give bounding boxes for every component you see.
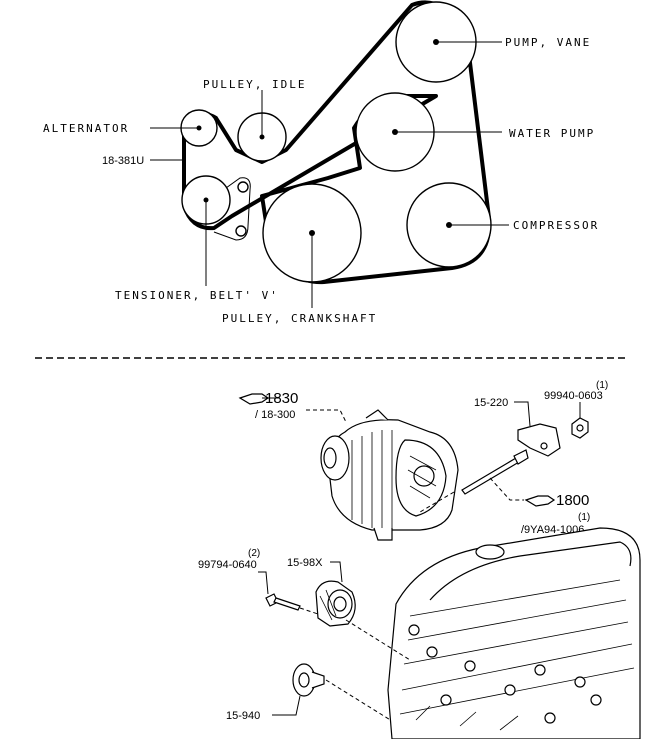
label-screw-part: 99794-0640 xyxy=(198,559,257,571)
tensioner-bolt-lower xyxy=(235,225,247,237)
label-idler-part: 15-940 xyxy=(226,710,260,722)
belt-routing-diagram: PUMP, VANE PULLEY, IDLE ALTERNATOR 18-38… xyxy=(43,0,599,325)
label-tensioner: TENSIONER, BELT' V' xyxy=(115,289,279,302)
label-nut-part: 99940-0603 xyxy=(544,390,603,402)
ref-bolt-main: 1800 xyxy=(556,492,589,509)
idler-pulley-illustration xyxy=(292,663,325,697)
bracket-illustration xyxy=(517,423,561,457)
ref-alternator-main: 1830 xyxy=(265,390,298,407)
tensioner-bracket xyxy=(213,177,251,241)
nut-illustration xyxy=(571,417,589,439)
label-tensioner-part: 15-98X xyxy=(287,557,323,569)
pointing-hand-icon xyxy=(524,495,556,507)
ref-alternator-sub: / 18-300 xyxy=(255,409,295,421)
tensioner-illustration xyxy=(315,580,356,627)
label-pulley-idle: PULLEY, IDLE xyxy=(203,78,306,91)
label-nut-qty: (1) xyxy=(596,380,608,391)
label-screw-qty: (2) xyxy=(248,548,260,559)
label-alternator-ref: 18-381U xyxy=(102,155,144,167)
label-crankshaft: PULLEY, CRANKSHAFT xyxy=(222,312,377,325)
label-bolt-qty: (1) xyxy=(578,512,590,523)
parts-exploded-view: 1830 / 18-300 15-220 (1) 99940-0603 1800… xyxy=(198,380,641,739)
label-water-pump: WATER PUMP xyxy=(509,127,595,140)
label-compressor: COMPRESSOR xyxy=(513,219,599,232)
label-alternator: ALTERNATOR xyxy=(43,122,129,135)
tensioner-bolt-upper xyxy=(237,181,249,193)
label-pump-vane: PUMP, VANE xyxy=(505,36,591,49)
pointing-hand-icon xyxy=(238,393,280,405)
long-bolt-illustration xyxy=(461,449,529,495)
screw-illustration xyxy=(265,593,301,611)
label-bracket-part: 15-220 xyxy=(474,397,508,409)
engine-head-illustration xyxy=(387,527,641,739)
alternator-illustration xyxy=(320,409,459,541)
